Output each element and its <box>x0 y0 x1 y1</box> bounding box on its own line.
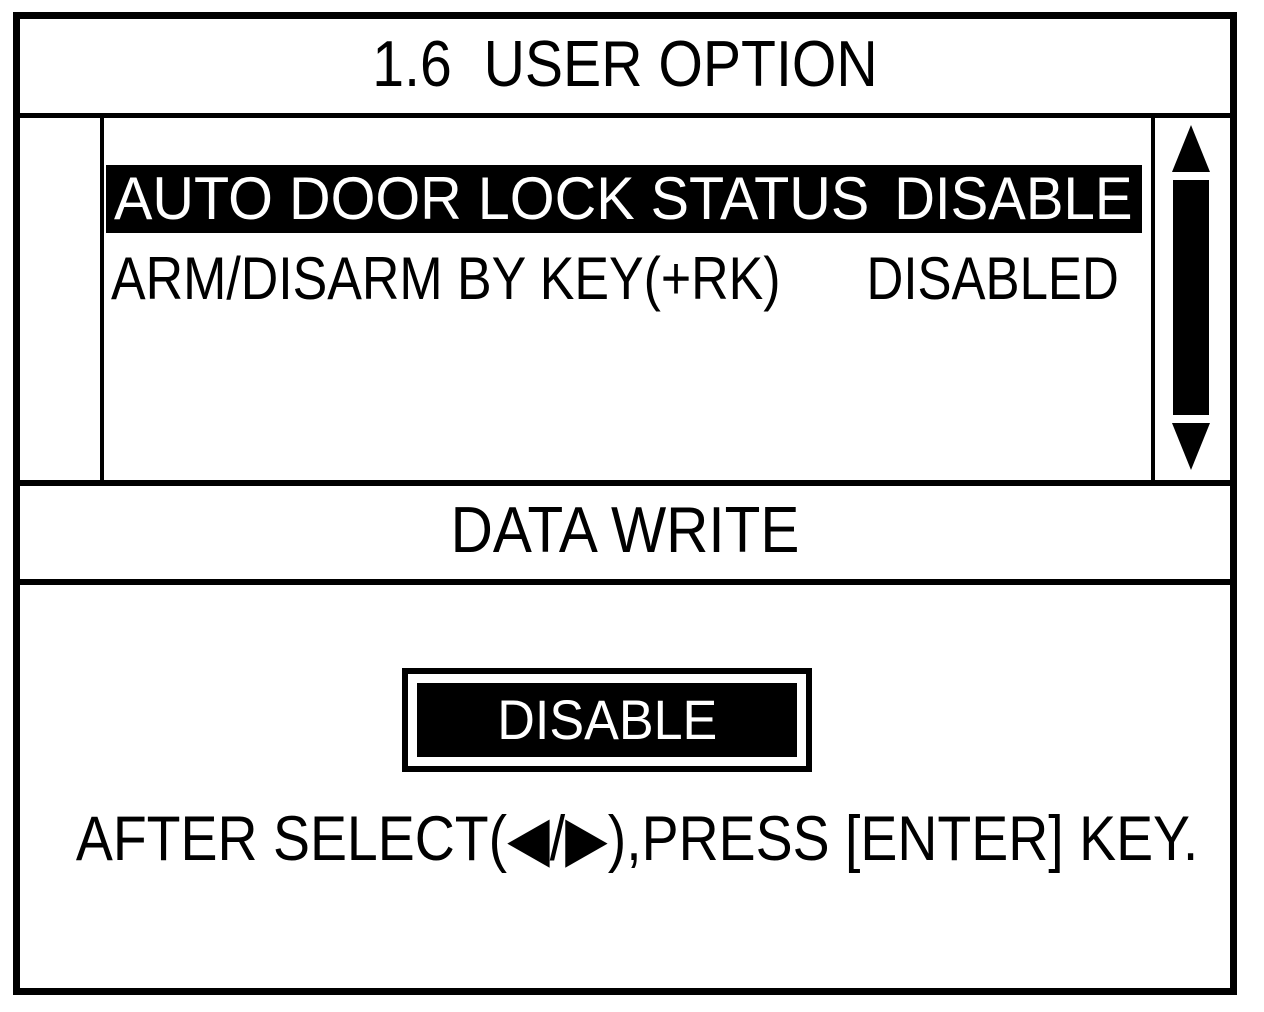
option-value: DISABLE <box>893 165 1132 232</box>
list-row-auto-door-lock[interactable]: AUTO DOOR LOCK STATUS DISABLE <box>106 165 1142 233</box>
scroll-down-icon[interactable] <box>1172 423 1210 470</box>
scroll-thumb[interactable] <box>1173 180 1209 415</box>
section-title: DATA WRITE <box>450 493 800 566</box>
value-editor-box[interactable]: DISABLE <box>402 668 812 772</box>
value-editor-highlight[interactable]: DISABLE <box>417 683 797 757</box>
page-title: 1.6 USER OPTION <box>372 27 878 100</box>
editor-value: DISABLE <box>496 688 718 751</box>
instruction-text: AFTER SELECT(◀/▶),PRESS [ENTER] KEY. <box>75 804 1199 874</box>
title-divider <box>20 113 1230 118</box>
outer-frame <box>13 12 1237 995</box>
option-label: ARM/DISARM BY KEY(+RK) <box>111 245 781 312</box>
list-left-border <box>100 118 104 480</box>
section-divider-top <box>20 480 1230 486</box>
option-value: DISABLED <box>866 245 1119 312</box>
scroll-up-icon[interactable] <box>1172 125 1210 172</box>
section-divider-bottom <box>20 579 1230 585</box>
option-label: AUTO DOOR LOCK STATUS <box>114 165 870 232</box>
scrollbar-left-border <box>1151 118 1155 480</box>
list-row-arm-disarm[interactable]: ARM/DISARM BY KEY(+RK) DISABLED <box>106 245 1142 313</box>
left-gutter <box>20 118 100 480</box>
